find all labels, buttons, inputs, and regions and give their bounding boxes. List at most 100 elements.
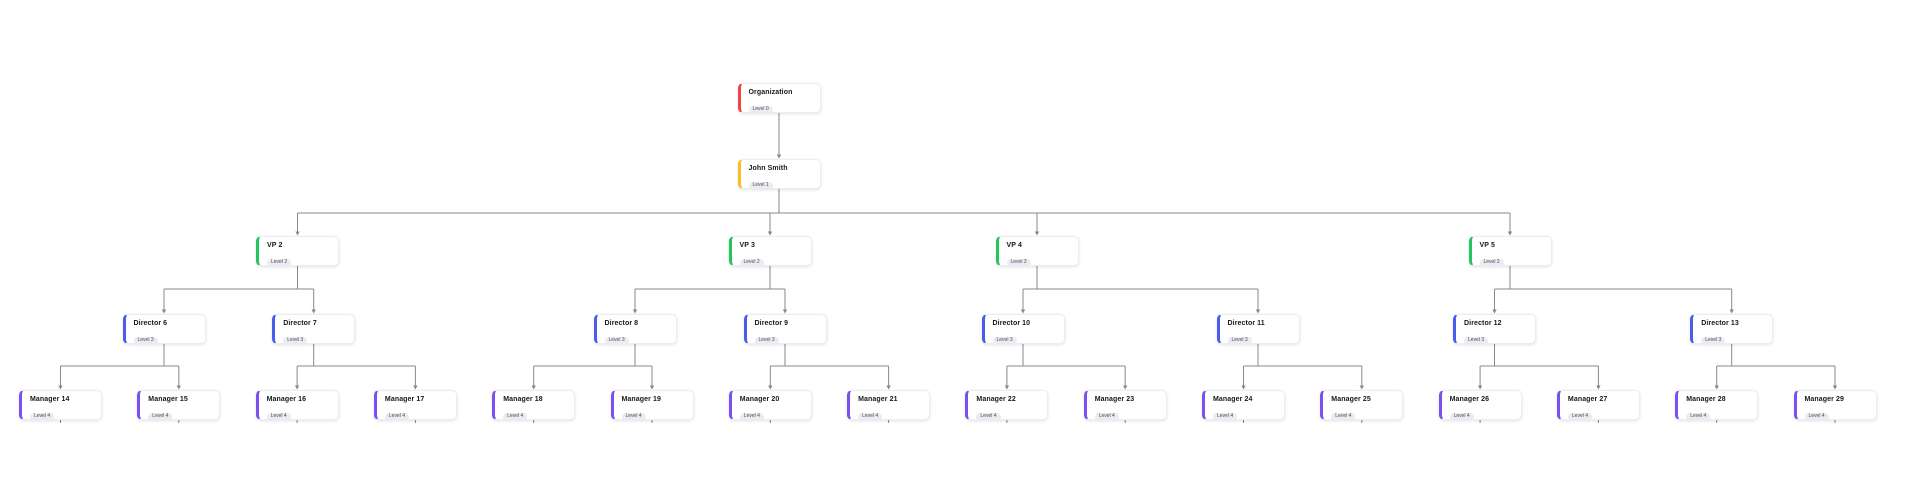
node-level-badge: Level 2	[739, 258, 764, 267]
node-level-badge: Level 3	[604, 336, 629, 345]
node-level-badge: Level 4	[1567, 412, 1593, 421]
node-level-badge: Level 4	[621, 412, 646, 421]
arrowhead-icon	[413, 385, 418, 390]
org-node-manager-21[interactable]: Manager 21 Level 4	[847, 390, 931, 421]
arrowhead-icon	[1123, 385, 1128, 390]
node-level-badge: Level 4	[503, 412, 528, 421]
node-title: Director 6	[133, 320, 168, 327]
org-node-manager-17[interactable]: Manager 17 Level 4	[373, 390, 457, 421]
org-node-vp-4[interactable]: VP 4 Level 2	[995, 236, 1079, 267]
node-level-badge: Level 4	[1094, 412, 1119, 421]
org-node-vp-3[interactable]: VP 3 Level 2	[728, 236, 812, 267]
node-title: Director 10	[992, 320, 1031, 327]
node-level-badge: Level 3	[992, 336, 1017, 345]
org-node-manager-14[interactable]: Manager 14 Level 4	[19, 390, 102, 421]
arrowhead-icon	[176, 385, 181, 390]
org-node-manager-16[interactable]: Manager 16 Level 4	[255, 390, 339, 421]
org-node-manager-19[interactable]: Manager 19 Level 4	[610, 390, 694, 421]
node-title: Manager 20	[739, 396, 780, 403]
node-title: Director 9	[754, 320, 789, 327]
node-title: Manager 14	[30, 396, 70, 403]
arrowhead-icon	[1596, 385, 1601, 390]
node-title: Manager 19	[621, 396, 662, 403]
org-node-vp-5[interactable]: VP 5 Level 2	[1468, 236, 1552, 267]
arrowhead-icon	[1255, 309, 1261, 314]
arrowhead-icon	[294, 385, 300, 390]
arrowhead-icon	[782, 309, 788, 314]
node-title: Manager 21	[858, 396, 898, 403]
node-title: VP 3	[739, 242, 755, 249]
node-title: Director 8	[604, 320, 639, 327]
node-level-badge: Level 2	[267, 258, 292, 267]
arrowhead-icon	[776, 154, 782, 159]
node-level-badge: Level 4	[1804, 412, 1829, 421]
node-level-badge: Level 3	[1701, 336, 1726, 345]
org-node-director-10[interactable]: Director 10 Level 3	[981, 314, 1065, 345]
org-node-director-6[interactable]: Director 6 Level 3	[122, 314, 206, 345]
node-level-badge: Level 4	[739, 412, 764, 421]
node-title: Organization	[748, 89, 793, 96]
arrowhead-icon	[649, 385, 655, 390]
node-title: Manager 22	[976, 396, 1016, 403]
org-node-director-8[interactable]: Director 8 Level 3	[593, 314, 677, 345]
arrowhead-icon	[295, 231, 300, 236]
node-level-badge: Level 3	[1227, 336, 1252, 345]
node-level-badge: Level 3	[133, 336, 158, 345]
node-title: Manager 17	[384, 396, 425, 403]
arrowhead-icon	[161, 309, 167, 314]
arrowhead-icon	[58, 385, 63, 390]
node-title: VP 2	[267, 242, 283, 249]
node-title: Manager 23	[1094, 396, 1135, 403]
org-node-manager-20[interactable]: Manager 20 Level 4	[728, 390, 812, 421]
node-level-badge: Level 4	[1331, 412, 1356, 421]
node-level-badge: Level 3	[1464, 336, 1489, 345]
arrowhead-icon	[1359, 385, 1364, 390]
arrowhead-icon	[1832, 385, 1838, 390]
node-title: Manager 29	[1804, 396, 1845, 403]
node-level-badge: Level 2	[1479, 258, 1504, 267]
arrowhead-icon	[1729, 309, 1734, 314]
node-level-badge: Level 4	[266, 412, 291, 421]
node-level-badge: Level 0	[748, 105, 773, 114]
node-level-badge: Level 4	[384, 412, 410, 421]
arrowhead-icon	[1241, 385, 1246, 390]
org-node-director-11[interactable]: Director 11 Level 3	[1216, 314, 1300, 345]
node-title: VP 4	[1006, 242, 1022, 249]
node-title: Manager 15	[148, 396, 188, 403]
node-level-badge: Level 3	[283, 336, 308, 345]
node-title: Manager 24	[1213, 396, 1253, 403]
node-level-badge: Level 2	[1006, 258, 1031, 267]
node-level-badge: Level 4	[858, 412, 883, 421]
node-title: VP 5	[1479, 242, 1495, 249]
node-level-badge: Level 1	[748, 181, 773, 190]
node-title: Manager 26	[1449, 396, 1490, 403]
org-node-manager-23[interactable]: Manager 23 Level 4	[1083, 390, 1167, 421]
node-title: Director 11	[1227, 320, 1265, 327]
node-title: Manager 16	[266, 396, 307, 403]
node-title: John Smith	[748, 165, 788, 172]
arrowhead-icon	[1020, 309, 1026, 314]
arrowhead-icon	[632, 309, 638, 314]
org-node-vp-2[interactable]: VP 2 Level 2	[256, 236, 339, 267]
org-node-manager-29[interactable]: Manager 29 Level 4	[1793, 390, 1877, 421]
node-level-badge: Level 4	[30, 412, 55, 421]
arrowhead-icon	[531, 385, 536, 390]
arrowhead-icon	[767, 231, 773, 236]
arrowhead-icon	[1477, 385, 1483, 390]
